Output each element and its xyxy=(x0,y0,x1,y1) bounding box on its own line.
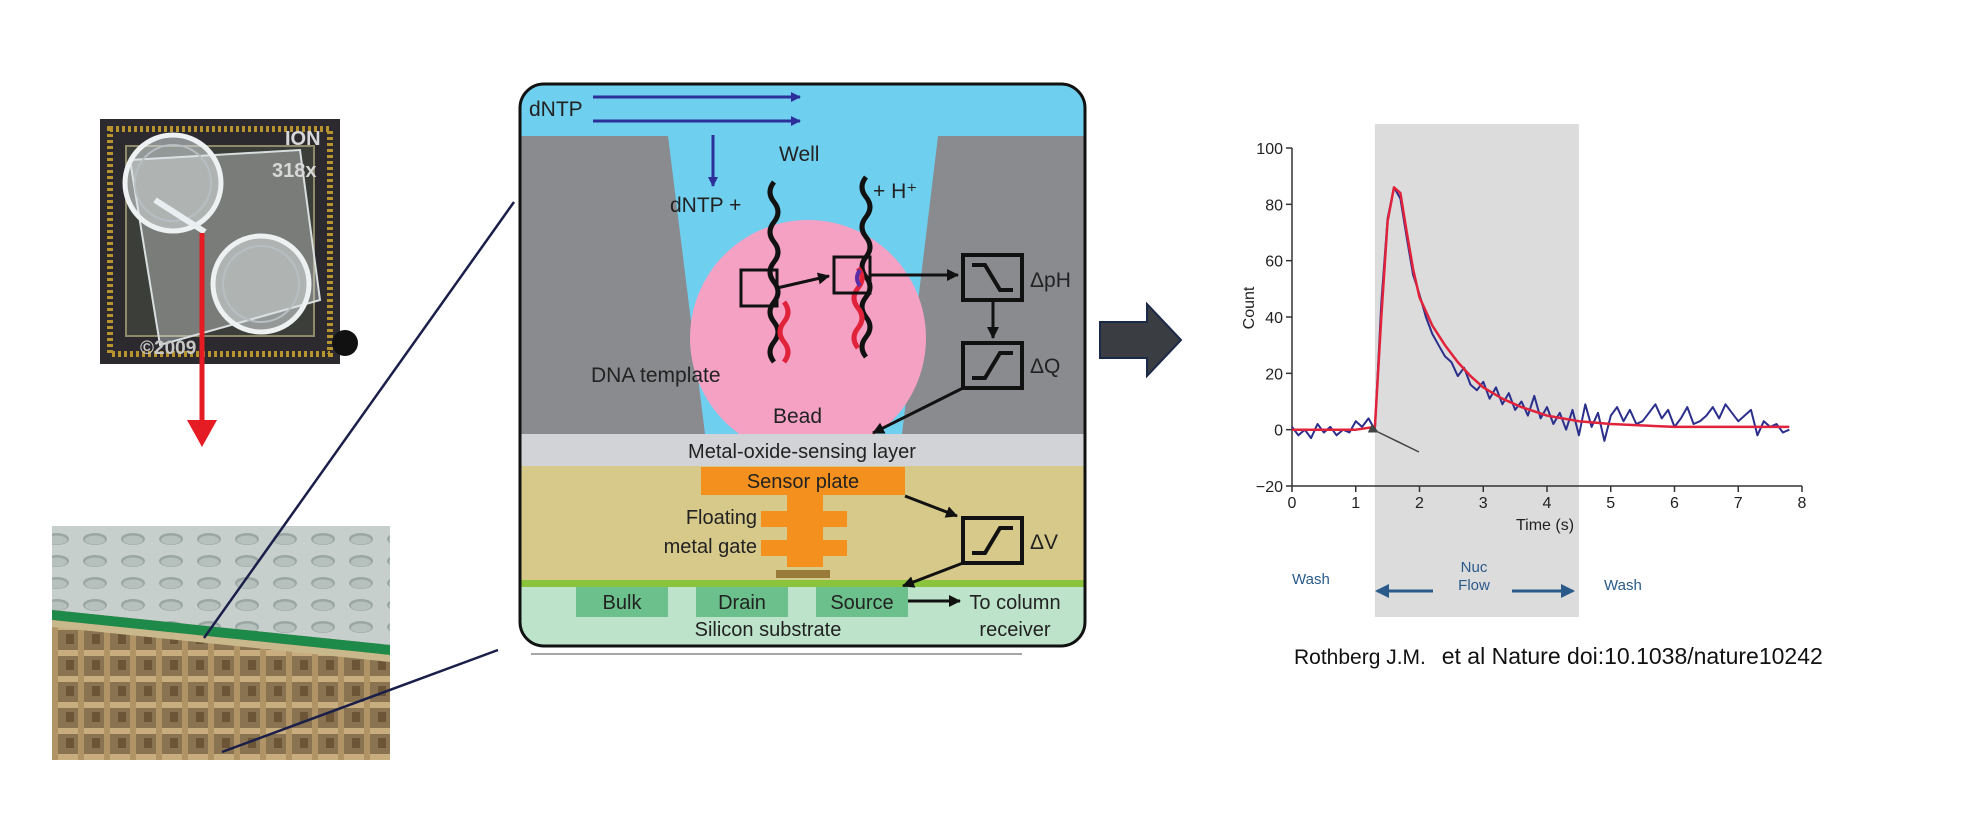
bead-label: Bead xyxy=(773,405,822,428)
source-label: Source xyxy=(830,592,893,614)
drain-box xyxy=(696,587,788,617)
x-tick-label: 0 xyxy=(1288,495,1297,512)
chip-corner-notch xyxy=(332,330,358,356)
well-wall-right xyxy=(902,136,1085,434)
x-tick-label: 8 xyxy=(1798,495,1807,512)
chip-port-2 xyxy=(210,233,312,335)
y-tick-label: 60 xyxy=(1265,254,1283,271)
x-tick-label: 2 xyxy=(1415,495,1424,512)
green-strip xyxy=(520,580,1085,587)
ion-chip-photo: ION 318x ©2009 xyxy=(100,119,358,364)
q-box xyxy=(961,341,1024,390)
schematic: dNTP Well dNTP + + H⁺ ΔpH ΔQ ΔV DNA temp… xyxy=(518,82,1087,655)
delta-v-label: ΔV xyxy=(1030,531,1058,554)
array-surface xyxy=(52,526,390,645)
well-label: Well xyxy=(779,143,819,166)
y-tick-label: 40 xyxy=(1265,310,1283,327)
red-down-arrow xyxy=(187,233,217,447)
chip-model: 318x xyxy=(272,160,317,182)
x-tick-label: 1 xyxy=(1351,495,1360,512)
x-tick-label: 7 xyxy=(1734,495,1743,512)
chip-brand: ION xyxy=(285,128,321,150)
dna-template-label: DNA template xyxy=(591,364,721,387)
y-tick-label: 0 xyxy=(1274,423,1283,440)
floating-label-2: metal gate xyxy=(664,536,757,558)
nuc-label-1: Nuc xyxy=(1461,559,1488,576)
x-tick-label: 5 xyxy=(1606,495,1615,512)
dna-strand-right xyxy=(859,175,873,359)
wash-right-label: Wash xyxy=(1604,577,1642,594)
citation: Rothberg J.M. et al Nature doi:10.1038/n… xyxy=(1294,643,1823,669)
chip-port-1 xyxy=(122,132,224,234)
series-line-fit xyxy=(1292,186,1790,431)
y-tick-label: 100 xyxy=(1256,141,1283,158)
y-tick-label: 80 xyxy=(1265,197,1283,214)
delta-ph-label: ΔpH xyxy=(1030,269,1071,292)
y-tick-label: −20 xyxy=(1256,479,1283,496)
bulk-label: Bulk xyxy=(603,592,643,614)
to-column-label-2: receiver xyxy=(979,619,1050,641)
sensing-layer-label: Metal-oxide-sensing layer xyxy=(688,441,916,463)
chip-copyright: ©2009 xyxy=(140,338,196,359)
delta-q-label: ΔQ xyxy=(1030,355,1060,378)
chip-pins xyxy=(107,126,333,357)
nuc-label-2: Flow xyxy=(1458,577,1490,594)
x-tick-label: 6 xyxy=(1670,495,1679,512)
sensor-plate-shape xyxy=(701,467,905,495)
floating-label-1: Floating xyxy=(686,507,757,529)
source-box xyxy=(816,587,908,617)
y-axis-label: Count xyxy=(1241,286,1258,329)
substrate-label: Silicon substrate xyxy=(695,619,842,641)
schematic-border xyxy=(518,82,1087,648)
sensing-layer xyxy=(520,434,1085,466)
onset-arrow xyxy=(1367,423,1420,453)
citation-rest: et al Nature doi:10.1038/nature10242 xyxy=(1442,643,1823,669)
dntp-flow-label: dNTP xyxy=(529,98,583,121)
big-right-arrow xyxy=(1099,301,1183,379)
gate-stem xyxy=(787,495,823,567)
zoom-line-top xyxy=(202,201,516,639)
citation-authors: Rothberg J.M. xyxy=(1294,646,1426,669)
h-plus-label: + H⁺ xyxy=(873,180,917,203)
v-box xyxy=(961,516,1024,565)
wash-left-label: Wash xyxy=(1292,571,1330,588)
chart-axes: −20 0 20 40 60 80 100 0 1 2 3 4 5 6 7 8 xyxy=(1256,141,1807,512)
bulk-box xyxy=(576,587,668,617)
array-green-layer xyxy=(52,610,390,655)
dntp-plus-label: dNTP + xyxy=(670,194,741,217)
well-wall-left xyxy=(520,136,705,434)
x-axis-label: Time (s) xyxy=(1516,517,1574,534)
zoom-line-bottom xyxy=(221,648,499,754)
well-array-illustration xyxy=(52,526,390,760)
y-tick-label: 20 xyxy=(1265,366,1283,383)
x-tick-label: 4 xyxy=(1543,495,1552,512)
sensor-plate-label: Sensor plate xyxy=(747,471,859,493)
drain-label: Drain xyxy=(718,592,766,614)
nuc-flow-shade xyxy=(1374,124,1579,617)
x-tick-label: 3 xyxy=(1479,495,1488,512)
to-column-label-1: To column xyxy=(969,592,1060,614)
